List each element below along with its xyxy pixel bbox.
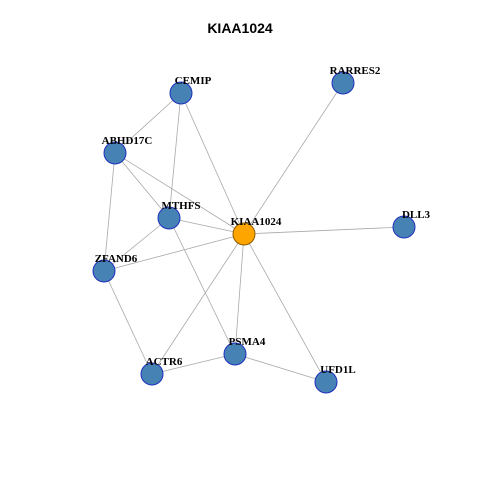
node-label: ABHD17C	[102, 135, 153, 147]
node-label: CEMIP	[175, 75, 212, 87]
edge-abhd17c-zfand6	[103, 152, 116, 272]
node-psma4[interactable]: PSMA4	[223, 336, 266, 366]
edge-cemip-mthfs	[168, 92, 182, 219]
node-zfand6[interactable]: ZFAND6	[92, 253, 138, 283]
edge-kiaa1024-mthfs	[168, 217, 245, 235]
node-circle[interactable]	[392, 215, 416, 239]
edge-kiaa1024-ufd1l	[243, 233, 327, 383]
node-label: ACTR6	[146, 356, 183, 368]
node-label: ZFAND6	[95, 253, 138, 265]
edge-mthfs-zfand6	[103, 217, 170, 272]
node-label: UFD1L	[320, 364, 355, 376]
edge-kiaa1024-rarres2	[243, 82, 344, 235]
node-circle[interactable]	[232, 222, 256, 246]
edge-actr6-psma4	[151, 353, 236, 375]
node-circle[interactable]	[331, 71, 355, 95]
node-kiaa1024[interactable]: KIAA1024	[231, 216, 282, 246]
edge-kiaa1024-zfand6	[103, 233, 245, 272]
edge-kiaa1024-psma4	[234, 233, 245, 355]
node-label: MTHFS	[161, 200, 200, 212]
node-circle[interactable]	[103, 141, 127, 165]
node-rarres2[interactable]: RARRES2	[330, 65, 381, 95]
graph-title: KIAA1024	[207, 20, 273, 36]
node-circle[interactable]	[157, 206, 181, 230]
node-label: DLL3	[402, 209, 431, 221]
node-circle[interactable]	[314, 370, 338, 394]
node-dll3[interactable]: DLL3	[392, 209, 431, 239]
edge-psma4-ufd1l	[234, 353, 327, 383]
edge-mthfs-psma4	[168, 217, 236, 355]
edge-kiaa1024-cemip	[180, 92, 245, 235]
node-label: RARRES2	[330, 65, 381, 77]
edge-layer	[103, 82, 405, 383]
edge-zfand6-actr6	[103, 270, 153, 375]
edge-cemip-abhd17c	[114, 92, 182, 154]
node-circle[interactable]	[92, 259, 116, 283]
edge-kiaa1024-dll3	[243, 226, 405, 235]
node-ufd1l[interactable]: UFD1L	[314, 364, 356, 394]
edge-kiaa1024-actr6	[151, 233, 245, 375]
node-actr6[interactable]: ACTR6	[140, 356, 183, 386]
node-label: PSMA4	[229, 336, 266, 348]
node-abhd17c[interactable]: ABHD17C	[102, 135, 153, 165]
node-cemip[interactable]: CEMIP	[169, 75, 212, 105]
edge-abhd17c-mthfs	[114, 152, 170, 219]
node-circle[interactable]	[223, 342, 247, 366]
edge-abhd17c-kiaa1024	[114, 152, 245, 235]
node-label: KIAA1024	[231, 216, 282, 228]
node-mthfs[interactable]: MTHFS	[157, 200, 201, 230]
node-circle[interactable]	[140, 362, 164, 386]
node-circle[interactable]	[169, 81, 193, 105]
